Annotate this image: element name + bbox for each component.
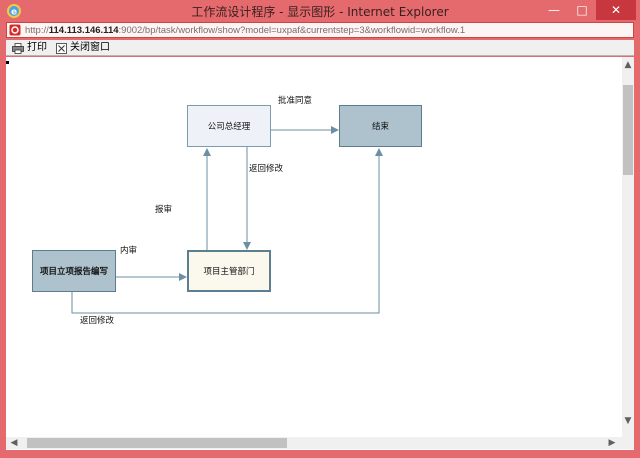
scroll-down-arrow[interactable]: ▼: [624, 416, 632, 426]
vertical-scrollbar[interactable]: ▲ ▼: [622, 57, 634, 437]
node-general-manager[interactable]: 公司总经理: [187, 105, 271, 147]
scroll-right-arrow[interactable]: ▶: [608, 438, 616, 448]
window-title: 工作流设计程序 - 显示图形 - Internet Explorer: [191, 5, 449, 19]
horizontal-scrollbar[interactable]: ◀ ▶: [6, 437, 622, 449]
address-host: 114.113.146.114: [48, 25, 119, 36]
print-label: 打印: [27, 42, 47, 53]
address-bar[interactable]: http://114.113.146.114:9002/bp/task/work…: [6, 22, 634, 38]
close-button[interactable]: ✕: [596, 0, 636, 20]
close-window-icon: [56, 42, 67, 54]
page-icon: [9, 24, 21, 36]
edge-return-bottom: [71, 148, 383, 314]
label-report: 报审: [155, 205, 173, 215]
svg-text:e: e: [11, 8, 17, 18]
page-toolbar: 打印 关闭窗口: [6, 40, 634, 56]
diagram-canvas: 公司总经理 结束 项目立项报告编写 项目主管部门 批准同意 返回修改 报审 内审…: [6, 57, 634, 450]
close-window-button[interactable]: 关闭窗口: [56, 41, 110, 55]
label-approve: 批准同意: [278, 96, 313, 106]
printer-icon: [12, 42, 24, 54]
label-internal-review: 内审: [120, 246, 138, 256]
address-prefix: http://: [25, 25, 49, 36]
title-bar: e 工作流设计程序 - 显示图形 - Internet Explorer — □…: [0, 0, 640, 22]
ie-icon: e: [7, 4, 21, 18]
node-end[interactable]: 结束: [339, 105, 422, 147]
address-text: http://114.113.146.114:9002/bp/task/work…: [25, 23, 465, 38]
close-window-label: 关闭窗口: [70, 42, 110, 53]
scroll-up-arrow[interactable]: ▲: [624, 60, 632, 70]
corner-dot: [6, 61, 9, 64]
diagram-edges: [71, 126, 383, 314]
node-project-report[interactable]: 项目立项报告编写: [32, 250, 116, 292]
horizontal-scroll-thumb[interactable]: [27, 438, 287, 448]
label-return-gm: 返回修改: [249, 164, 284, 174]
address-path: :9002/bp/task/workflow/show?model=uxpaf&…: [118, 25, 466, 36]
print-button[interactable]: 打印: [12, 41, 47, 55]
maximize-button[interactable]: □: [576, 3, 588, 17]
scrollbar-corner: [622, 437, 634, 449]
label-return-bottom: 返回修改: [80, 316, 115, 326]
node-department[interactable]: 项目主管部门: [187, 250, 271, 292]
window-bottom-border: [0, 450, 640, 458]
scroll-left-arrow[interactable]: ◀: [10, 438, 18, 448]
minimize-button[interactable]: —: [548, 3, 560, 17]
vertical-scroll-thumb[interactable]: [623, 85, 633, 175]
